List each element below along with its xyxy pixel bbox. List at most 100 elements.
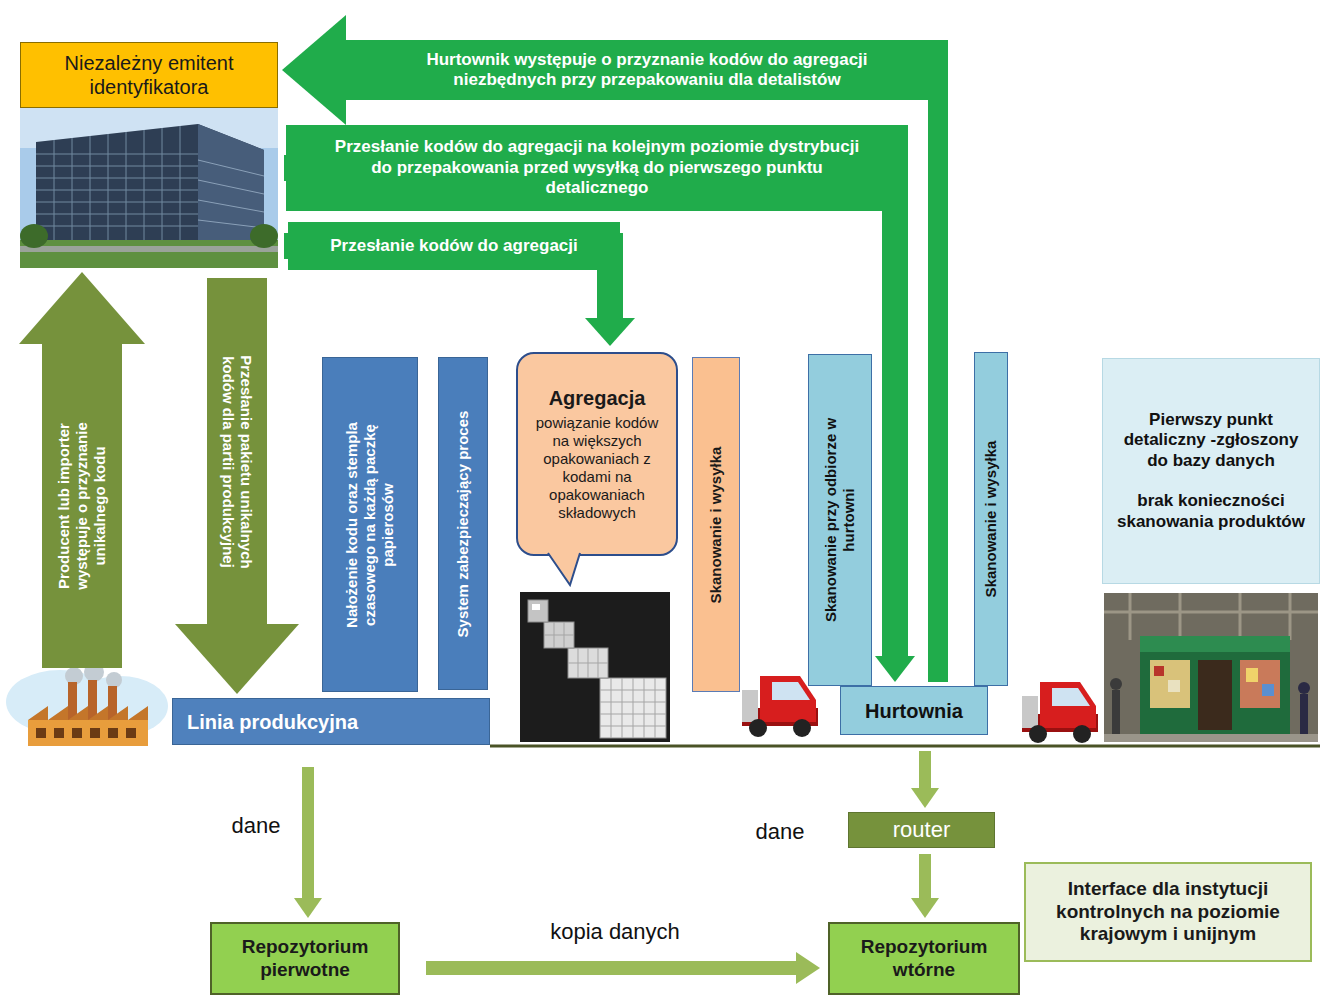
shop-photo xyxy=(1112,690,1120,734)
box-label: Hurtownia xyxy=(865,699,963,723)
callout-tail-outline xyxy=(548,553,580,585)
office-building-photo xyxy=(20,246,278,252)
arrow-label: Przesłanie pakietu unikalnych kodów dla … xyxy=(207,312,267,612)
box-label: System zabezpieczający proces xyxy=(454,379,472,669)
truck-icon xyxy=(1052,688,1090,706)
data-arrow xyxy=(426,952,820,984)
office-building-photo xyxy=(250,224,278,248)
shop-photo xyxy=(1262,684,1274,696)
box-heading: Pierwszy punkt detaliczny -zgłoszony do … xyxy=(1117,410,1305,471)
arrow-shaft xyxy=(426,961,797,975)
office-building-photo xyxy=(36,126,198,247)
factory-icon xyxy=(106,672,122,688)
pallet-illustration xyxy=(600,678,666,738)
flow-label: dane xyxy=(221,811,291,841)
office-building-photo xyxy=(36,124,264,248)
process-box: Skanowanie przy odbiorze w hurtowni xyxy=(808,354,872,686)
block-arrow xyxy=(175,278,299,694)
office-building-photo xyxy=(198,160,264,228)
shop-photo xyxy=(1140,636,1290,734)
process-box: Skanowanie i wysyłka xyxy=(692,357,740,692)
truck-icon xyxy=(1073,725,1091,743)
process-box: Nałożenie kodu oraz stempla czasowego na… xyxy=(322,357,418,692)
box-label: Repozytorium wtórne xyxy=(838,936,1010,982)
box-label: Skanowanie i wysyłka xyxy=(982,369,1000,669)
office-building-photo xyxy=(20,240,278,268)
callout-tail xyxy=(548,553,582,589)
arrow-head xyxy=(875,656,915,682)
truck-icon xyxy=(772,682,810,700)
repository-box: Repozytorium pierwotne xyxy=(210,922,400,995)
pallet-illustration xyxy=(544,622,574,648)
shop-photo xyxy=(1240,660,1280,708)
pallet-illustration xyxy=(568,648,608,678)
arrow-head xyxy=(19,272,145,344)
box-label: router xyxy=(893,817,950,843)
process-box: Skanowanie i wysyłka xyxy=(974,352,1008,686)
box-label: Repozytorium pierwotne xyxy=(220,936,390,982)
arrow-head xyxy=(282,15,346,125)
office-building-photo xyxy=(20,224,48,248)
arrow-head xyxy=(175,624,299,694)
factory-icon xyxy=(36,728,46,738)
pallet-illustration xyxy=(568,648,608,678)
issuer-box: Niezależny emitent identyfikatora xyxy=(20,42,278,268)
box-label: Skanowanie i wysyłka xyxy=(707,375,725,675)
pallet-illustration xyxy=(520,592,670,742)
pallet-illustration xyxy=(520,592,670,742)
arrow-shaft xyxy=(919,854,931,899)
callout-tail xyxy=(548,553,580,585)
interface-box: Interface dla instytucji kontrolnych na … xyxy=(1024,862,1312,962)
factory-icon xyxy=(126,728,136,738)
shop-photo xyxy=(1154,666,1164,676)
router-box: router xyxy=(848,812,995,848)
factory-icon xyxy=(54,728,64,738)
arrow-shaft xyxy=(42,343,122,668)
office-building-photo xyxy=(20,108,278,268)
shop-photo xyxy=(1168,680,1180,692)
shop-photo xyxy=(1104,593,1318,742)
factory-icon xyxy=(90,728,100,738)
truck-icon xyxy=(742,690,758,722)
arrow-head xyxy=(911,898,939,918)
box-label: Niezależny emitent identyfikatora xyxy=(20,42,278,108)
ground-line xyxy=(490,745,1320,748)
truck-icon xyxy=(1022,682,1098,743)
data-arrow xyxy=(911,751,939,808)
arrow-label: Przesłanie kodów do agregacji na kolejny… xyxy=(286,125,908,211)
pallet-illustration xyxy=(544,622,574,648)
shop-photo xyxy=(1104,734,1318,742)
arrow-label: Producent lub importer występuje o przyz… xyxy=(42,356,122,656)
arrow-shaft xyxy=(207,278,267,625)
factory-icon xyxy=(72,728,82,738)
pallet-illustration xyxy=(600,678,666,738)
shop-photo xyxy=(1110,678,1122,690)
shop-photo xyxy=(1104,593,1318,640)
factory-icon xyxy=(108,728,118,738)
process-box: System zabezpieczający proces xyxy=(438,357,488,690)
arrow-shaft xyxy=(302,767,314,899)
arrow-head xyxy=(796,952,820,984)
truck-icon xyxy=(742,676,818,737)
arrow-head xyxy=(294,898,322,918)
callout-bubble: Agregacjapowiązanie kodów na większych o… xyxy=(516,352,678,556)
arrow-head xyxy=(585,318,635,346)
shop-photo xyxy=(1198,660,1232,730)
pallet-illustration xyxy=(532,604,540,610)
box-label: Nałożenie kodu oraz stempla czasowego na… xyxy=(343,407,397,643)
box-label: Interface dla instytucji kontrolnych na … xyxy=(1036,878,1300,946)
shop-photo xyxy=(1298,682,1310,694)
flow-label: dane xyxy=(745,817,815,847)
callout-body: powiązanie kodów na większych opakowania… xyxy=(526,414,668,522)
ground-line xyxy=(490,746,1320,747)
arrow-label: Przesłanie kodów do agregacji xyxy=(288,222,620,270)
office-building-photo xyxy=(20,108,278,268)
truck-icon xyxy=(1029,725,1047,743)
box-label: Skanowanie przy odbiorze w hurtowni xyxy=(822,400,858,640)
shop-photo xyxy=(1140,636,1290,652)
truck-icon xyxy=(793,719,811,737)
block-arrow xyxy=(19,272,145,668)
repository-box: Repozytorium wtórne xyxy=(828,922,1020,995)
box-label: Linia produkcyjna xyxy=(187,710,358,734)
